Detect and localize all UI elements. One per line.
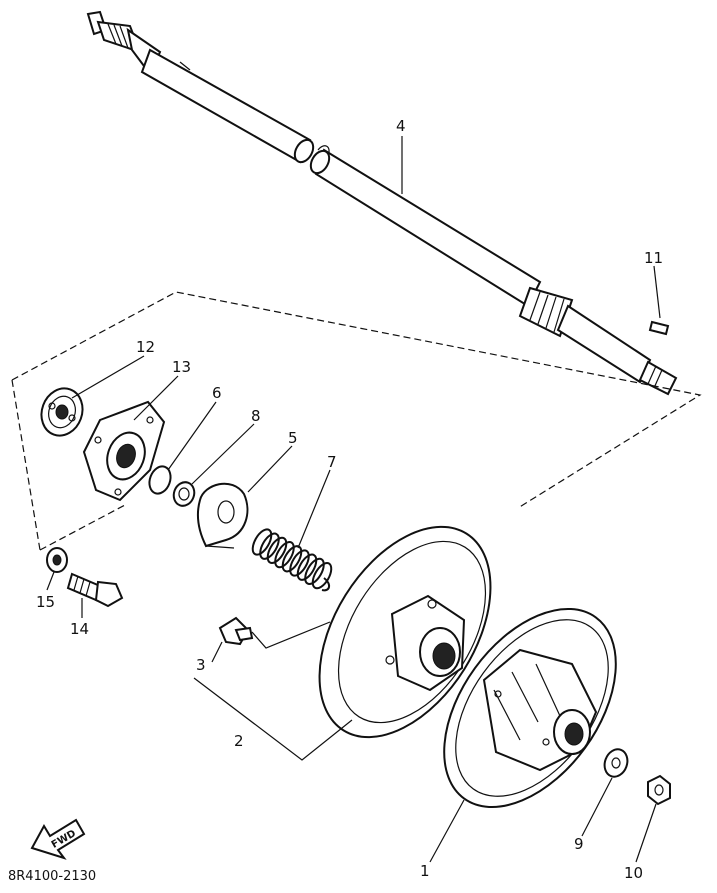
callout-labels: 4 11 12 13 6 8 5 7 15 14 3 2 1 9 10 [36,117,663,882]
small-nut [46,547,68,573]
callout-9: 9 [574,835,584,853]
spring-coil [281,545,303,573]
driven-shaft [86,10,678,396]
pulley-half-sliding [443,607,617,809]
callout-14: 14 [70,620,89,638]
nut [647,774,671,806]
forward-direction-arrow: FWD [30,818,86,860]
circlip [148,465,172,495]
callout-13: 13 [172,358,191,376]
shaft-key [648,320,670,336]
callout-2: 2 [234,732,244,750]
callout-15: 15 [36,593,55,611]
spring-coil [289,549,310,577]
callout-6: 6 [212,384,222,402]
callout-8: 8 [251,407,261,425]
slider-pin [218,616,254,646]
washer [603,748,629,778]
collar [172,481,196,507]
callout-7: 7 [327,453,337,471]
spring-coil [304,557,325,586]
callout-3: 3 [196,656,206,674]
spring-coil [311,561,333,590]
spring [251,528,333,592]
spring-hook [321,577,330,592]
callout-11: 11 [644,249,663,267]
spring-seat-cam [197,482,249,549]
callout-10: 10 [624,864,643,882]
leader-lines [46,136,661,863]
callout-5: 5 [288,429,298,447]
callout-1: 1 [420,862,430,880]
spring-coil [296,553,318,581]
part-code: 8R4100-2130 [8,869,96,884]
callout-12: 12 [136,338,155,356]
spring-coil [274,540,295,569]
cover-plate [82,400,166,502]
bearing [40,387,84,437]
pulley-half-fixed [318,525,492,739]
spring-coil [259,532,280,560]
bolt [66,572,124,608]
spring-coil [266,536,288,565]
callout-4: 4 [396,117,406,135]
spring-coil [251,528,273,556]
assembly-boundary-lines [11,291,702,551]
